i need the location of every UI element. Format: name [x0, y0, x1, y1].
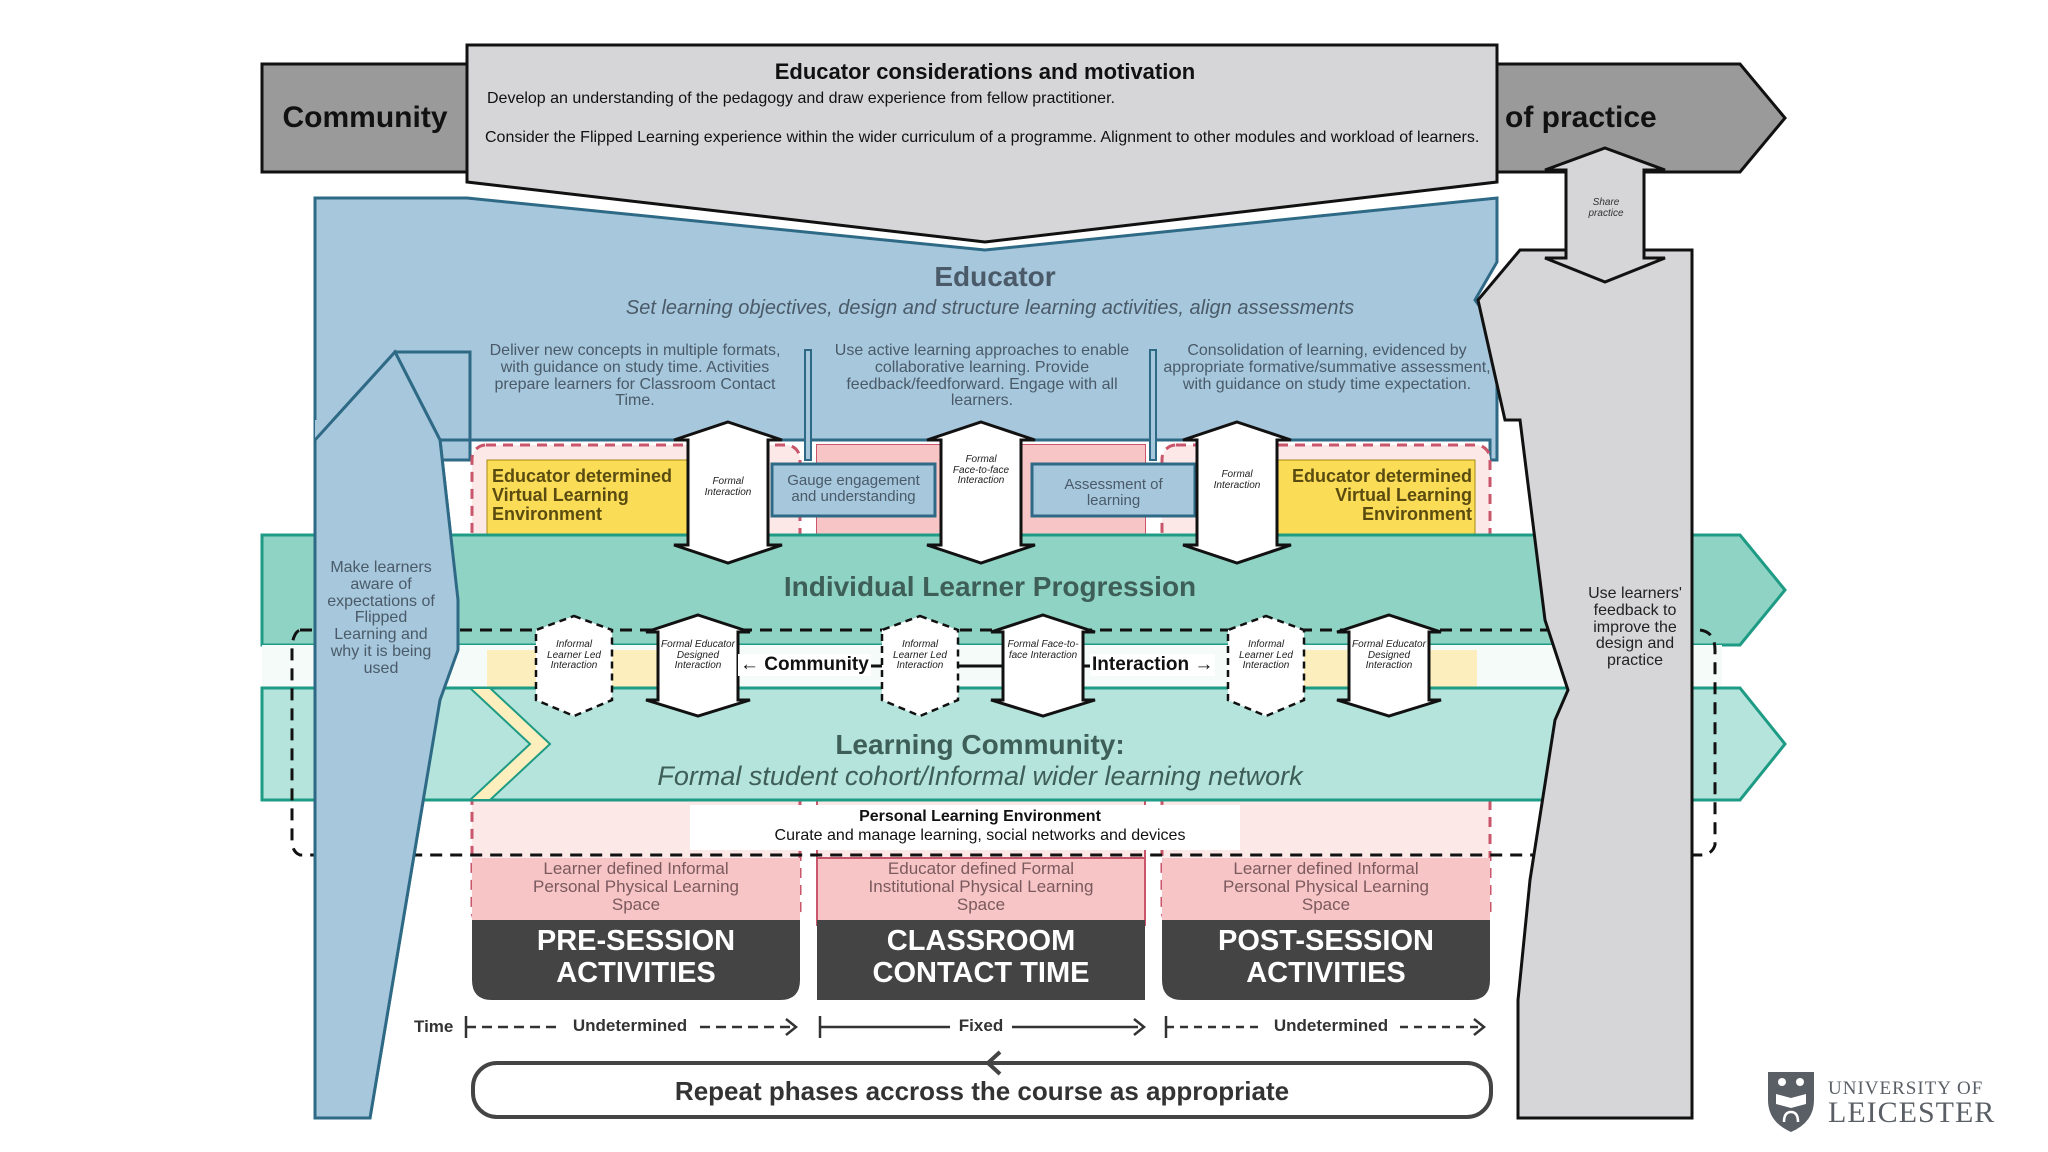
right-column-text: Use learners' feedback to improve the de… — [1588, 585, 1682, 670]
interaction-arrow-label: Interaction → — [1090, 654, 1216, 676]
classroom-label: CLASSROOM CONTACT TIME — [872, 925, 1090, 989]
learning-community-subtitle: Formal student cohort/Informal wider lea… — [657, 761, 1303, 791]
pre-time-label: Undetermined — [572, 1016, 688, 1035]
formal-f2f-label-2: Formal Face-to-face Interaction — [1007, 639, 1079, 661]
considerations-box — [465, 43, 1499, 244]
formal-educator-designed-arrow-2[interactable] — [1336, 613, 1442, 718]
post-session-label: POST-SESSION ACTIVITIES — [1218, 925, 1434, 989]
formal-interaction-label-post: Formal Interaction — [1213, 469, 1261, 491]
post-space-label: Learner defined Informal Personal Physic… — [1222, 859, 1429, 914]
formal-interaction-label-pre: Formal Interaction — [704, 476, 752, 498]
formal-educator-designed-arrow-1[interactable] — [645, 613, 751, 718]
considerations-title: Educator considerations and motivation — [774, 59, 1196, 84]
formal-f2f-arrow-class[interactable] — [926, 420, 1036, 565]
community-label: Community — [282, 101, 448, 134]
considerations-line2: Consider the Flipped Learning experience… — [485, 129, 1480, 146]
logo-line1: UNIVERSITY OF — [1828, 1078, 1984, 1099]
educator-area — [313, 196, 1499, 462]
left-column-text: Make learners aware of expectations of F… — [327, 559, 435, 677]
university-shield-icon — [1768, 1072, 1814, 1132]
formal-interaction-arrow-pre[interactable] — [673, 420, 783, 565]
share-practice-label: Share practice — [1588, 197, 1624, 219]
informal-learner-led-hex-2[interactable] — [880, 614, 960, 718]
classroom-box[interactable] — [817, 920, 1145, 1000]
vle-left-label: Educator determined Virtual Learning Env… — [492, 466, 673, 524]
ple-subtitle: Curate and manage learning, social netwo… — [774, 827, 1186, 844]
formal-f2f-arrow-2[interactable] — [990, 613, 1096, 718]
community-text: Community — [764, 654, 869, 675]
logo-line2: LEICESTER — [1828, 1096, 1996, 1129]
informal-learner-led-hex-3[interactable] — [1226, 614, 1306, 718]
share-practice-arrow[interactable] — [1544, 146, 1666, 284]
informal-learner-led-label-2: Informal Learner Led Interaction — [893, 639, 947, 671]
community-arrow-label: ← Community — [738, 654, 871, 676]
class-time-label: Fixed — [958, 1016, 1004, 1035]
ple-title: Personal Learning Environment — [859, 808, 1101, 825]
educator-title: Educator — [934, 261, 1056, 292]
pre-session-label: PRE-SESSION ACTIVITIES — [536, 925, 736, 989]
repeat-label: Repeat phases accross the course as appr… — [674, 1076, 1290, 1106]
learning-community-title: Learning Community: — [835, 729, 1125, 760]
considerations-line1: Develop an understanding of the pedagogy… — [487, 90, 1115, 107]
educator-post-text: Consolidation of learning, evidenced by … — [1163, 342, 1491, 393]
educator-pre-text: Deliver new concepts in multiple formats… — [489, 342, 781, 410]
post-session-box[interactable] — [1162, 920, 1490, 1000]
interaction-text: Interaction — [1092, 654, 1190, 675]
individual-progression-band — [260, 533, 1787, 647]
informal-learner-led-label-3: Informal Learner Led Interaction — [1239, 639, 1293, 671]
time-label: Time — [414, 1017, 454, 1036]
individual-progression-label: Individual Learner Progression — [783, 571, 1197, 602]
gauge-label: Gauge engagement and understanding — [787, 472, 920, 505]
pre-session-box[interactable] — [472, 920, 800, 1000]
informal-learner-led-hex-1[interactable] — [534, 614, 614, 718]
repeat-box — [471, 1061, 1493, 1119]
assessment-label: Assessment of learning — [1064, 476, 1163, 509]
educator-class-text: Use active learning approaches to enable… — [834, 342, 1130, 410]
vle-right-label: Educator determined Virtual Learning Env… — [1291, 466, 1472, 524]
formal-educator-designed-label-2: Formal Educator Designed Interaction — [1352, 639, 1426, 671]
of-practice-label: of practice — [1505, 101, 1657, 134]
formal-f2f-label-class: Formal Face-to-face Interaction — [952, 454, 1010, 486]
formal-interaction-arrow-post[interactable] — [1182, 420, 1292, 565]
pre-space-label: Learner defined Informal Personal Physic… — [532, 859, 739, 914]
learning-community-band — [260, 686, 1787, 802]
post-time-label: Undetermined — [1273, 1016, 1389, 1035]
educator-subtitle: Set learning objectives, design and stru… — [625, 297, 1355, 319]
formal-educator-designed-label-1: Formal Educator Designed Interaction — [661, 639, 735, 671]
class-space-label: Educator defined Formal Institutional Ph… — [868, 859, 1094, 914]
right-feedback-column — [1476, 248, 1694, 1120]
informal-learner-led-label-1: Informal Learner Led Interaction — [547, 639, 601, 671]
